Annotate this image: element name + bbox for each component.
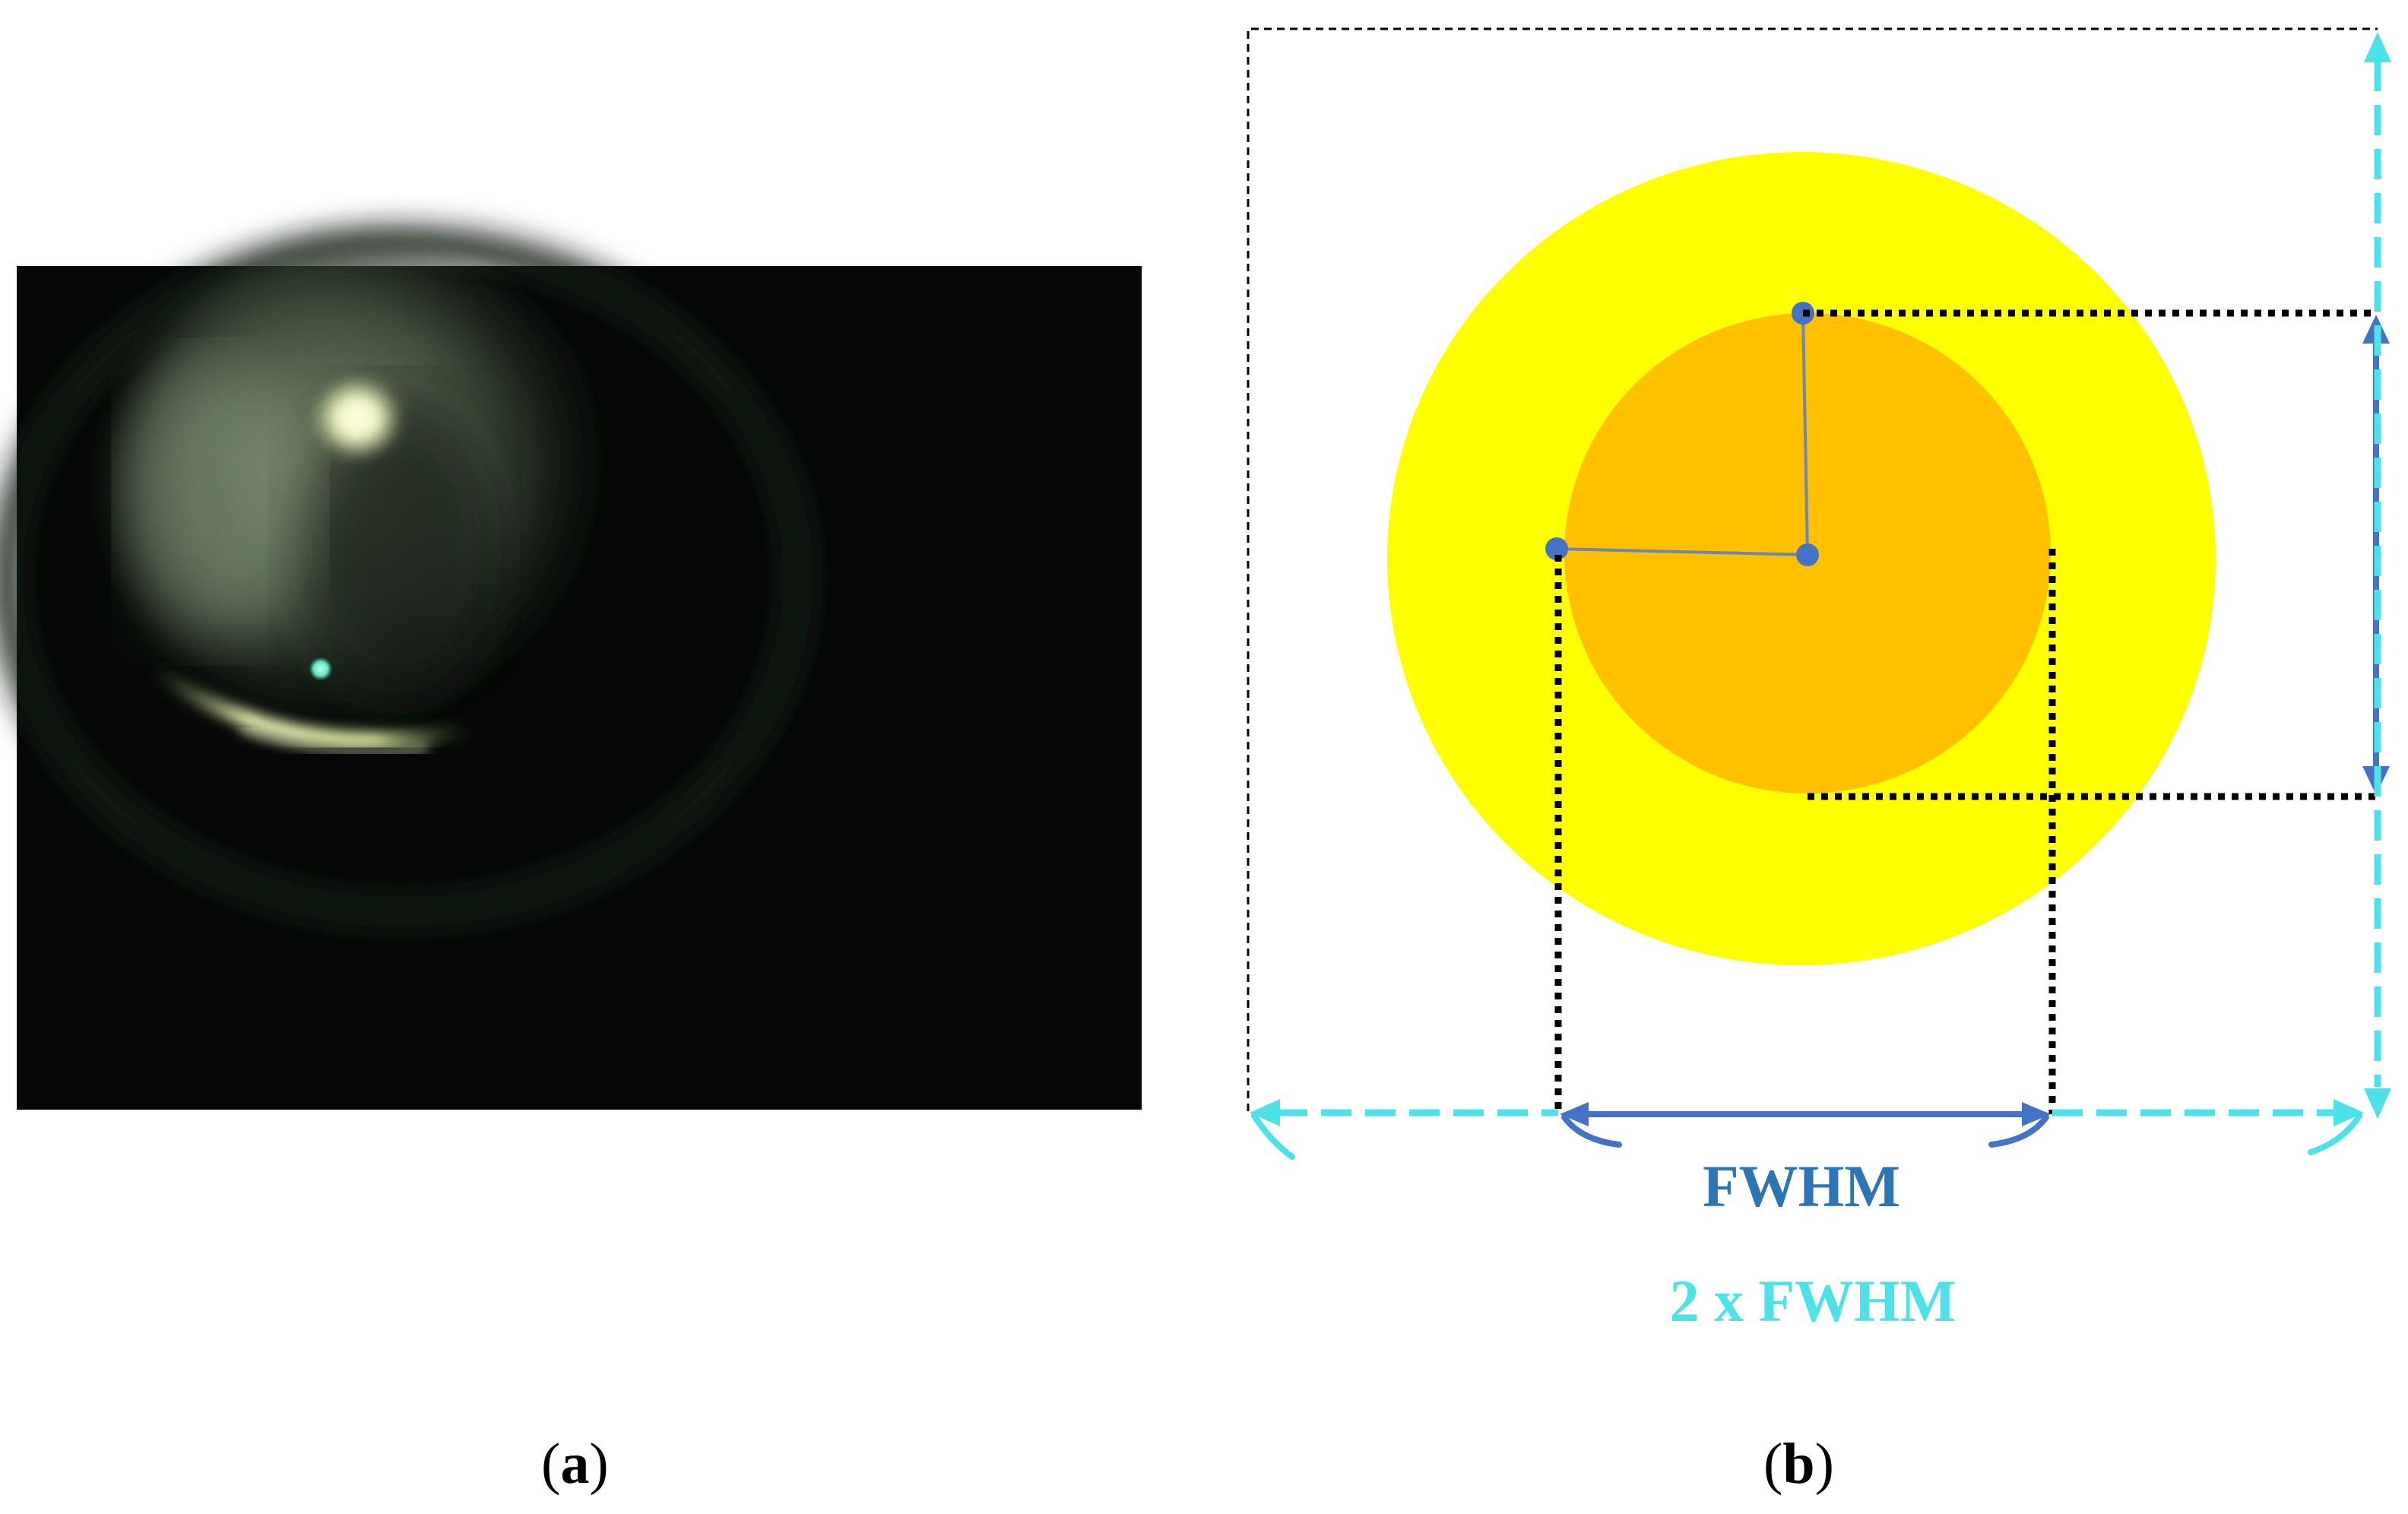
bounding-box-dashed xyxy=(1247,27,2378,1111)
lens-housing-ring xyxy=(0,228,813,927)
subcaption-a: (a) xyxy=(541,1435,609,1493)
guide-lines xyxy=(1554,309,2376,1114)
radius-line-horizontal xyxy=(1556,547,1808,556)
radius-line-vertical xyxy=(1801,312,1809,556)
laser-spot xyxy=(310,374,404,462)
center-point xyxy=(1796,543,1819,566)
subcaption-a-open: ( xyxy=(541,1432,561,1496)
double-fwhm-vertical-arrow xyxy=(2364,32,2391,1119)
subcaption-b: (b) xyxy=(1763,1435,1834,1493)
fwhm-horizontal-arrow xyxy=(1560,1102,2051,1148)
small-spot xyxy=(309,657,333,681)
subcaption-b-letter: b xyxy=(1782,1432,1815,1496)
radius-endpoint-left xyxy=(1545,537,1568,560)
subcaption-b-close: ) xyxy=(1814,1432,1834,1496)
subcaption-a-letter: a xyxy=(560,1432,590,1496)
lens-rim-reflection xyxy=(144,660,480,749)
subcaption-b-open: ( xyxy=(1763,1432,1783,1496)
lens-shadow xyxy=(289,395,502,699)
subcaption-a-close: ) xyxy=(589,1432,609,1496)
lens-left-highlight xyxy=(129,365,312,638)
panel-a-photograph xyxy=(0,228,1142,1110)
double-fwhm-label: 2 x FWHM xyxy=(1669,1268,1956,1334)
double-fwhm-horizontal-arrow xyxy=(1250,1099,2364,1160)
fwhm-label: FWHM xyxy=(1703,1153,1900,1219)
panel-b-schematic xyxy=(1247,27,2391,1160)
lens-rim-reflection-2 xyxy=(240,727,429,755)
